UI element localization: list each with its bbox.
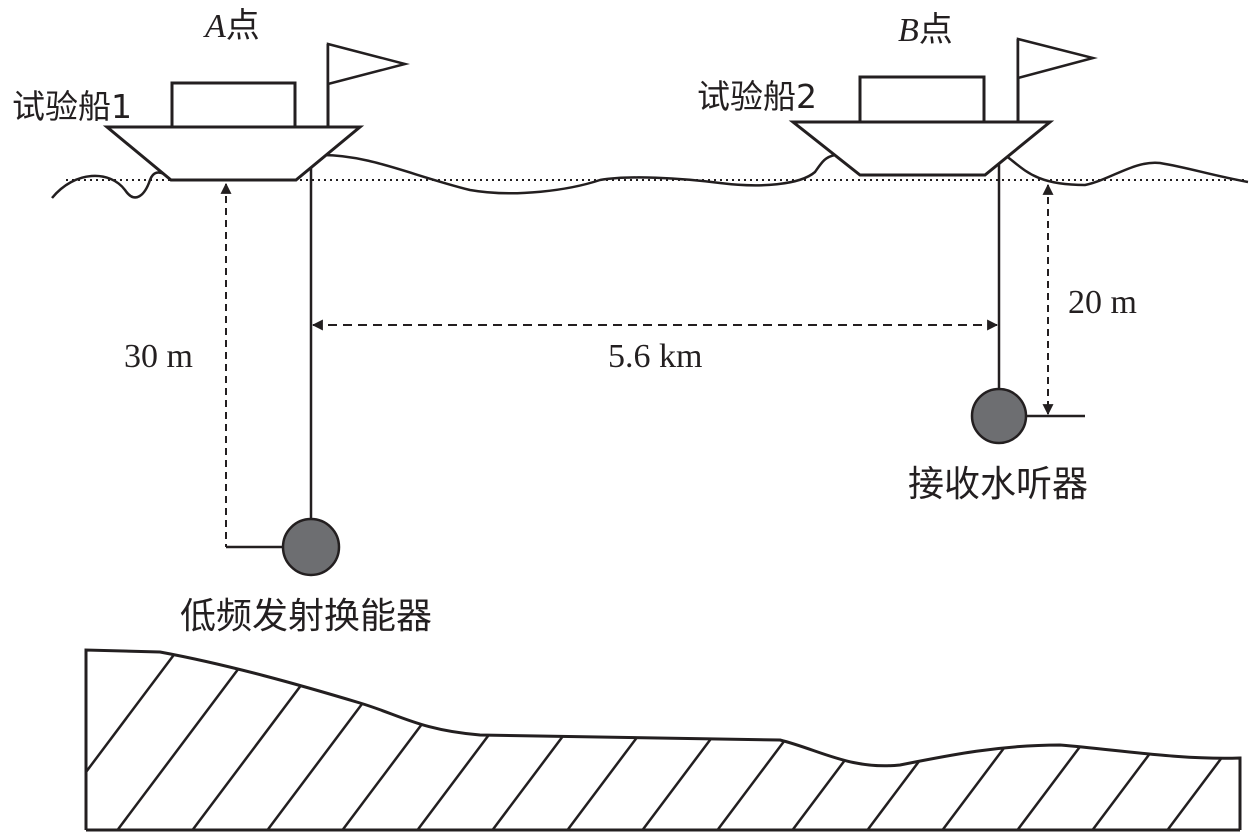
ship-2-cabin <box>858 75 986 124</box>
seabed-outline <box>84 648 1242 830</box>
point-a-letter: A <box>203 8 226 45</box>
ship-1 <box>102 42 410 182</box>
wave-middle <box>321 153 836 195</box>
ship-2-flag <box>1016 37 1098 80</box>
seabed-hatching <box>86 650 1240 830</box>
ship-1-label: 试验船1 <box>12 87 132 126</box>
ship-2 <box>788 37 1098 177</box>
depth-b-label: 20 m <box>1068 284 1137 321</box>
hydrophone-label: 接收水听器 <box>908 464 1088 505</box>
ship-2-label: 试验船2 <box>697 77 817 116</box>
point-a-suffix: 点 <box>226 6 260 46</box>
distance-label: 5.6 km <box>608 338 702 375</box>
wave-left <box>51 171 169 199</box>
wave-right <box>1004 154 1249 187</box>
point-b-label: B点 <box>898 10 953 50</box>
ship-2-hull <box>788 120 1055 177</box>
transducer-label: 低频发射换能器 <box>180 596 432 637</box>
point-b-suffix: 点 <box>919 10 953 50</box>
ship-1-hull <box>102 125 365 182</box>
hydrophone-sphere <box>970 387 1028 445</box>
transducer-sphere <box>281 517 341 577</box>
ship-1-cabin <box>170 81 297 129</box>
point-a-label: A点 <box>203 6 260 46</box>
ship-1-flag <box>326 42 410 86</box>
seabed <box>84 648 1242 832</box>
point-b-letter: B <box>898 12 919 49</box>
depth-a-label: 30 m <box>124 338 193 375</box>
